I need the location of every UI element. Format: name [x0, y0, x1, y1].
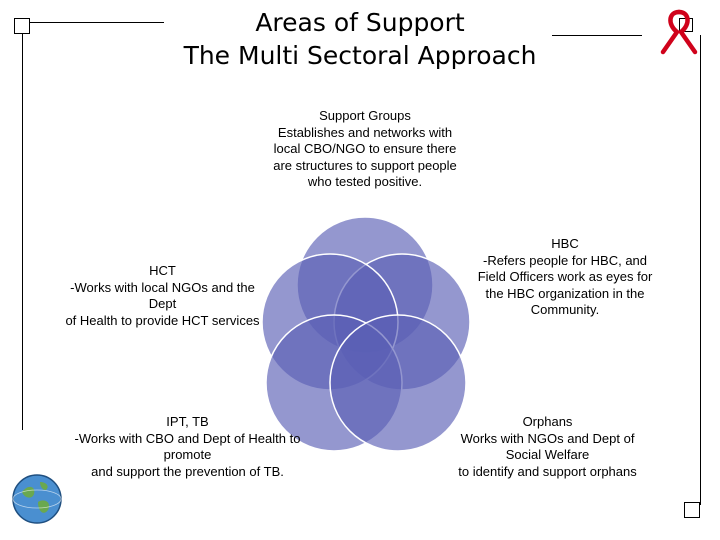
label-ipt-tb: IPT, TB -Works with CBO and Dept of Heal… — [74, 414, 301, 479]
label-hbc: HBC -Refers people for HBC, and Field Of… — [477, 236, 653, 317]
label-orphans: Orphans Works with NGOs and Dept of Soci… — [458, 414, 637, 479]
circle-orphans — [329, 314, 467, 452]
label-support-groups: Support Groups Establishes and networks … — [273, 108, 457, 189]
frame-left-line — [22, 30, 23, 430]
title-line-2: The Multi Sectoral Approach — [183, 41, 537, 70]
label-hct: HCT -Works with local NGOs and the Dept … — [65, 263, 260, 328]
frame-corner-top-left — [14, 18, 30, 34]
awareness-ribbon-icon — [660, 9, 698, 55]
title-line-1: Areas of Support — [255, 8, 465, 37]
globe-logo-icon — [12, 474, 62, 524]
frame-corner-bottom-right — [684, 502, 700, 518]
slide-title: Areas of Support The Multi Sectoral Appr… — [100, 6, 620, 72]
frame-top-right-line — [552, 35, 642, 36]
frame-top-left-line — [14, 22, 164, 23]
frame-right-line — [700, 35, 701, 505]
